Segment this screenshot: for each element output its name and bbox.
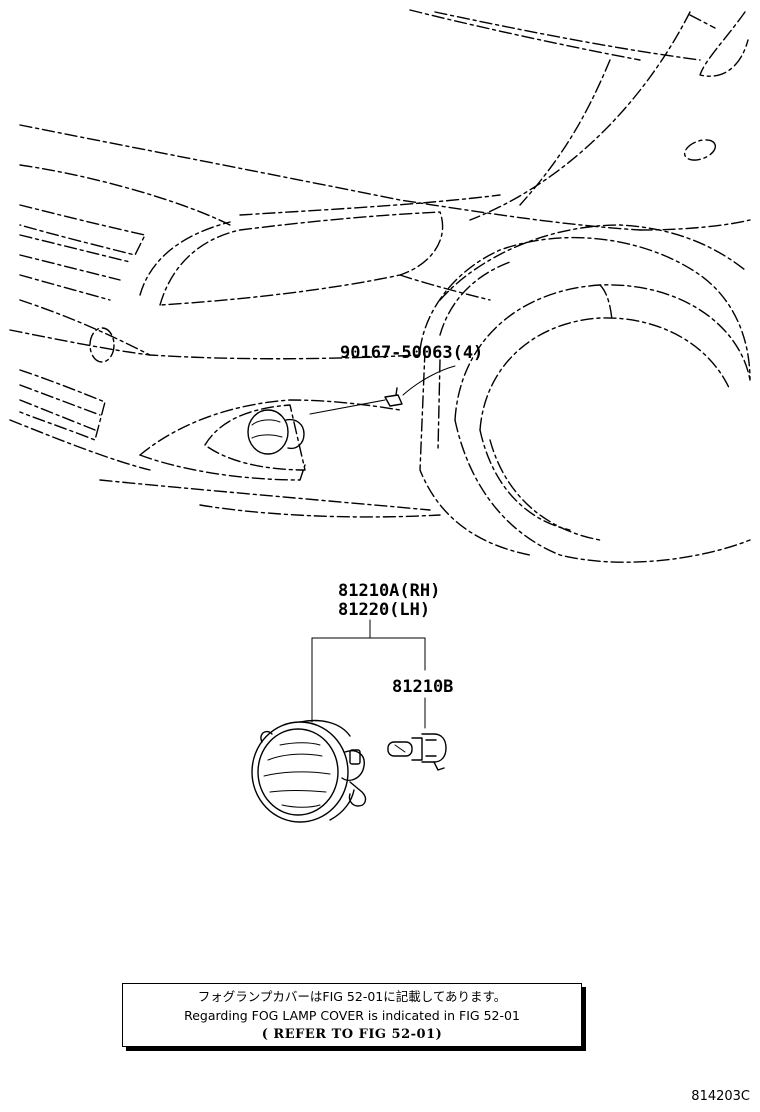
car-front-outline xyxy=(9,9,751,563)
leader-lines xyxy=(311,619,426,729)
figure-id: 814203C xyxy=(691,1089,750,1104)
fog-lamp-lh-part-number: 81220(LH) xyxy=(338,600,430,620)
note-refer-link[interactable]: ( REFER TO FIG 52-01) xyxy=(261,1027,443,1042)
bulb xyxy=(387,733,447,771)
fog-lamp-assembly xyxy=(251,719,367,823)
reference-note-box: フォグランプカバーはFIG 52-01に記載してあります。 Regarding … xyxy=(122,983,582,1047)
note-english: Regarding FOG LAMP COVER is indicated in… xyxy=(184,1008,520,1023)
screw-part-number: 90167-50063(4) xyxy=(340,343,483,363)
note-japanese: フォグランプカバーはFIG 52-01に記載してあります。 xyxy=(197,989,507,1004)
bulb-part-number: 81210B xyxy=(392,677,453,697)
fog-lamp-rh-part-number: 81210A(RH) xyxy=(338,581,440,601)
